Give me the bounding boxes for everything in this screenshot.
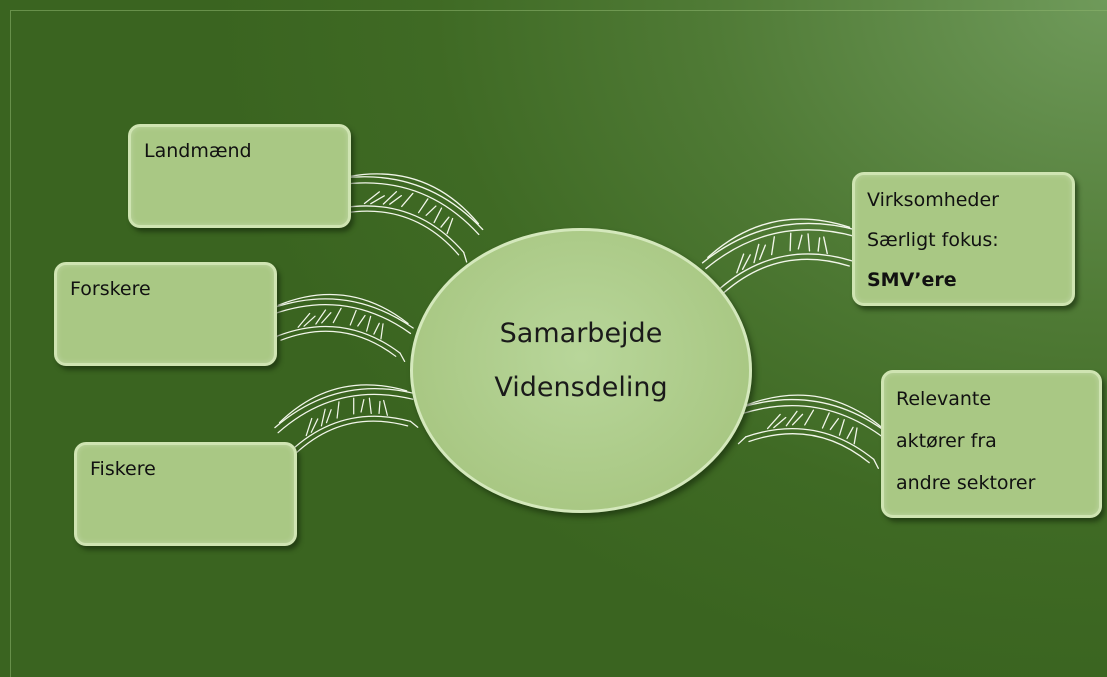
- node-virksomheder: Virksomheder Særligt fokus: SMV’ere: [852, 172, 1075, 306]
- center-label-line2: Vidensdeling: [494, 372, 668, 403]
- center-hub: Samarbejde Vidensdeling: [410, 228, 752, 513]
- node-fiskere: Fiskere: [74, 442, 297, 546]
- node-label: Fiskere: [90, 458, 156, 480]
- node-label: Forskere: [70, 278, 151, 300]
- node-landmaend: Landmænd: [128, 124, 351, 228]
- bridge-icon: [328, 154, 492, 264]
- node-forskere: Forskere: [54, 262, 277, 366]
- slide-frame: [10, 10, 1107, 677]
- node-label: aktører fra: [896, 430, 997, 452]
- bridge-icon: [266, 285, 417, 363]
- node-label-emphasis: SMV’ere: [867, 269, 957, 291]
- node-label: Virksomheder: [867, 189, 999, 211]
- node-label: andre sektorer: [896, 472, 1036, 494]
- node-label: Landmænd: [144, 140, 252, 162]
- node-label: Særligt fokus:: [867, 229, 999, 251]
- bridge-icon: [696, 204, 866, 301]
- node-label: Relevante: [896, 388, 992, 410]
- bridge-icon: [733, 383, 894, 470]
- center-label-line1: Samarbejde: [499, 318, 663, 349]
- node-relevante: Relevante aktører fra andre sektorer: [881, 370, 1102, 518]
